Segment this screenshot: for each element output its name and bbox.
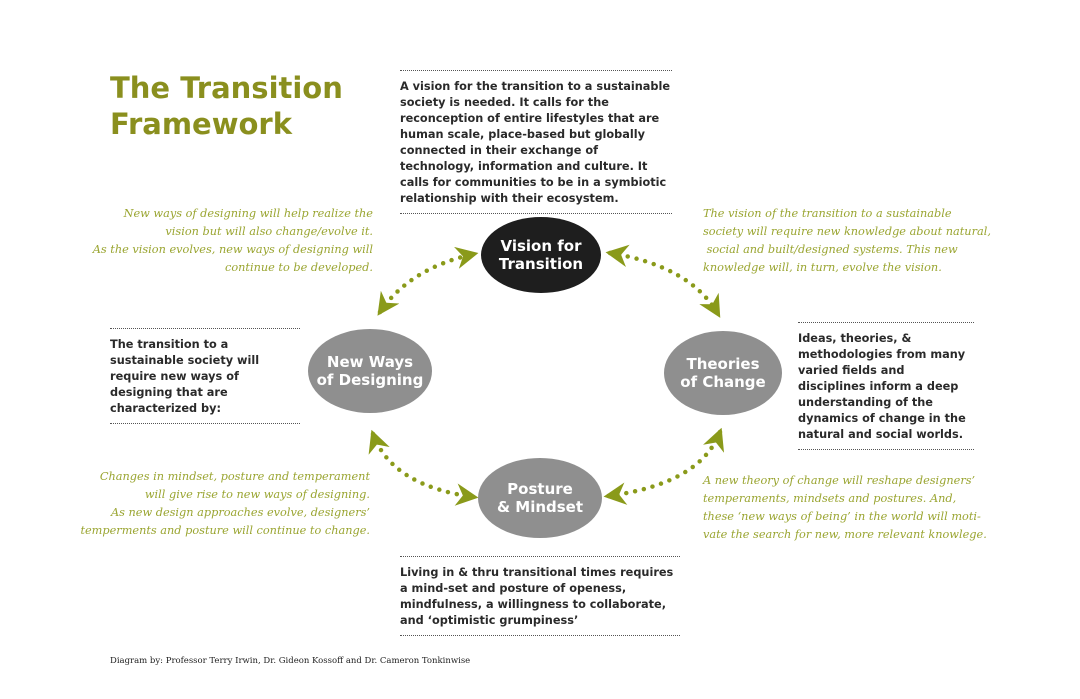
note-bottom-left: Changes in mindset, posture and temperam… [80,470,370,537]
arrow-vision-newways [377,246,479,316]
note-bottom-right: A new theory of change will reshape desi… [703,474,987,541]
node-posture-and-mindset: Posture & Mindset [478,458,602,538]
theories-description: Ideas, theories, & methodologies from ma… [798,322,974,450]
node-vision-for-transition: Vision for Transition [481,217,601,293]
vision-description: A vision for the transition to a sustain… [400,70,672,214]
arrow-posture-newways [368,429,479,506]
node-new-ways-of-designing: New Ways of Designing [308,329,432,413]
page-title: The Transition Framework [110,71,343,141]
node-theories-of-change: Theories of Change [664,331,782,415]
arrow-vision-theories [605,244,721,318]
note-top-left: New ways of designing will help realize … [92,207,373,274]
arrow-theories-posture [603,427,725,505]
posture-description: Living in & thru transitional times requ… [400,556,680,636]
diagram-credit: Diagram by: Professor Terry Irwin, Dr. G… [110,656,471,666]
new-ways-description: The transition to a sustainable society … [110,328,300,424]
